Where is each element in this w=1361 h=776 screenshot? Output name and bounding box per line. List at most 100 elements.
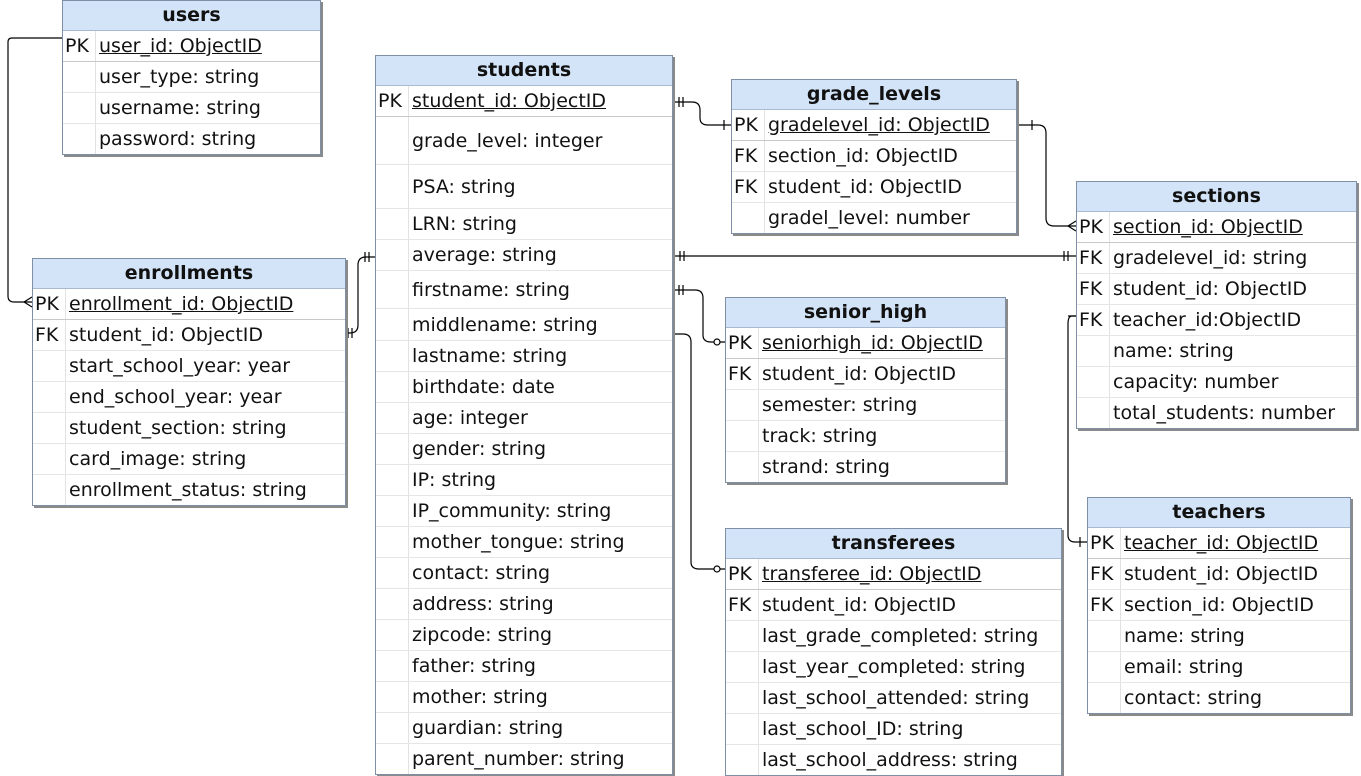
key-badge	[376, 744, 409, 774]
attribute-row[interactable]: card_image: string	[33, 444, 345, 475]
attribute-row[interactable]: last_school_address: string	[726, 745, 1061, 775]
key-badge	[376, 682, 409, 712]
key-badge	[376, 620, 409, 650]
attribute-row[interactable]: name: string	[1077, 336, 1356, 367]
attribute-label: section_id: ObjectID	[1113, 216, 1303, 238]
attribute-label: PSA: string	[412, 175, 516, 198]
attribute-label: student_id: ObjectID	[1124, 563, 1319, 585]
attribute-label: last_school_attended: string	[762, 687, 1030, 709]
key-badge	[726, 745, 759, 775]
attribute-row[interactable]: semester: string	[726, 390, 1005, 421]
key-badge: PK	[63, 31, 96, 61]
attribute-row[interactable]: contact: string	[376, 558, 672, 589]
attribute-row[interactable]: email: string	[1088, 652, 1350, 683]
attribute-row[interactable]: middlename: string	[376, 309, 672, 341]
attribute-row[interactable]: LRN: string	[376, 209, 672, 240]
attribute-row[interactable]: IP: string	[376, 465, 672, 496]
attribute-row[interactable]: contact: string	[1088, 683, 1350, 713]
attribute-row[interactable]: name: string	[1088, 621, 1350, 652]
attribute-row[interactable]: grade_level: integer	[376, 117, 672, 165]
attribute-row[interactable]: lastname: string	[376, 341, 672, 372]
attribute-row[interactable]: last_school_ID: string	[726, 714, 1061, 745]
key-badge	[376, 589, 409, 619]
key-badge	[376, 117, 409, 164]
key-badge: FK	[732, 172, 765, 202]
attribute-row[interactable]: student_section: string	[33, 413, 345, 444]
attribute-row[interactable]: track: string	[726, 421, 1005, 452]
attribute-label: gradel_level: number	[768, 207, 970, 229]
attribute-row[interactable]: strand: string	[726, 452, 1005, 482]
attribute-row[interactable]: age: integer	[376, 403, 672, 434]
attribute-label: contact: string	[1124, 687, 1263, 709]
attribute-row[interactable]: parent_number: string	[376, 744, 672, 774]
key-badge	[33, 444, 66, 474]
key-badge: FK	[1088, 559, 1121, 589]
attribute-row[interactable]: firstname: string	[376, 271, 672, 309]
attribute-label: mother_tongue: string	[412, 531, 625, 553]
key-badge	[1077, 367, 1110, 397]
key-badge	[1088, 621, 1121, 651]
attribute-label: age: integer	[412, 407, 528, 429]
attribute-row[interactable]: gradel_level: number	[732, 203, 1016, 233]
attribute-label: IP: string	[412, 469, 497, 491]
key-badge	[1077, 336, 1110, 366]
attribute-row[interactable]: last_grade_completed: string	[726, 621, 1061, 652]
attribute-label: enrollment_id: ObjectID	[69, 293, 294, 315]
attribute-row[interactable]: last_school_attended: string	[726, 683, 1061, 714]
attribute-label: student_id: ObjectID	[69, 324, 264, 346]
key-badge: FK	[1077, 274, 1110, 304]
relationship-line-grade_levels-sections	[1017, 124, 1076, 227]
attribute-row[interactable]: mother: string	[376, 682, 672, 713]
attribute-row[interactable]: address: string	[376, 589, 672, 620]
attribute-row[interactable]: mother_tongue: string	[376, 527, 672, 558]
attribute-row[interactable]: gender: string	[376, 434, 672, 465]
attribute-row[interactable]: guardian: string	[376, 713, 672, 744]
attribute-label: zipcode: string	[412, 624, 553, 646]
attribute-row[interactable]: user_type: string	[63, 62, 320, 93]
attribute-row[interactable]: capacity: number	[1077, 367, 1356, 398]
attribute-row[interactable]: start_school_year: year	[33, 351, 345, 382]
key-badge: PK	[1088, 528, 1121, 558]
attribute-row[interactable]: total_students: number	[1077, 398, 1356, 428]
attribute-row[interactable]: password: string	[63, 124, 320, 154]
attribute-row[interactable]: average: string	[376, 240, 672, 271]
attribute-row[interactable]: zipcode: string	[376, 620, 672, 651]
attribute-row[interactable]: IP_community: string	[376, 496, 672, 527]
attribute-row[interactable]: birthdate: date	[376, 372, 672, 403]
attribute-row[interactable]: PSA: string	[376, 165, 672, 209]
attribute-row[interactable]: father: string	[376, 651, 672, 682]
attribute-row[interactable]: enrollment_status: string	[33, 475, 345, 505]
attribute-row[interactable]: username: string	[63, 93, 320, 124]
key-badge	[376, 341, 409, 371]
attribute-row[interactable]: end_school_year: year	[33, 382, 345, 413]
attribute-label: parent_number: string	[412, 748, 625, 770]
attribute-label: gradelevel_id: string	[1113, 247, 1308, 269]
attribute-row[interactable]: last_year_completed: string	[726, 652, 1061, 683]
